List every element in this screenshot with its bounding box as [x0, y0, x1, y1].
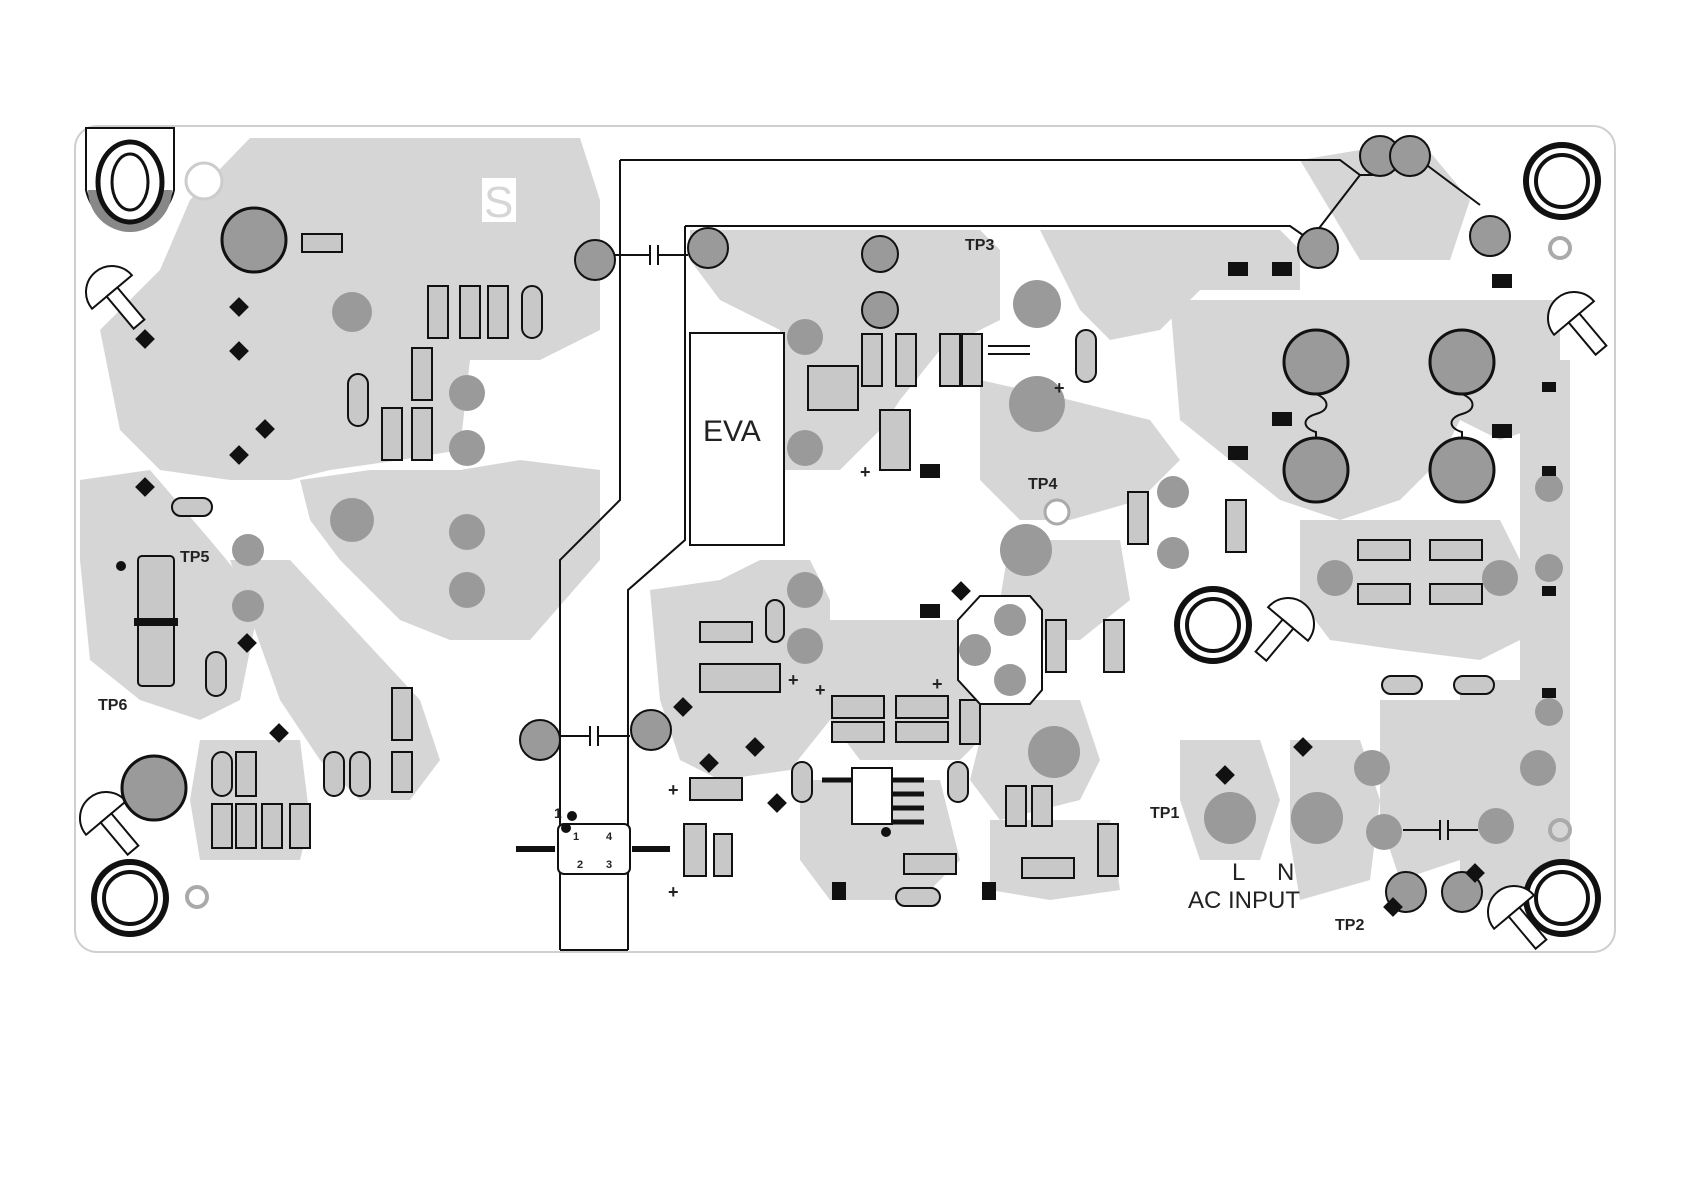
opto-pin-label: 1 — [573, 831, 579, 843]
s-mark-label: S — [484, 178, 513, 227]
mounting-hole-bottom-left — [94, 862, 166, 934]
tp4-label: TP4 — [1028, 476, 1057, 493]
polarity-plus: + — [788, 670, 799, 690]
polarity-plus: + — [1054, 378, 1065, 398]
line-label: L — [1232, 859, 1245, 886]
opto-pin1-label: 1 — [554, 805, 562, 821]
opto-pin-label: 4 — [606, 831, 613, 843]
polarity-plus: + — [668, 882, 679, 902]
tp4-hole — [1045, 500, 1069, 524]
tp6-label: TP6 — [98, 697, 127, 714]
tp2-label: TP2 — [1335, 917, 1364, 934]
mounting-hole-bottom-right — [1526, 862, 1598, 934]
polarity-plus: + — [668, 780, 679, 800]
tp1-label: TP1 — [1150, 805, 1179, 822]
polarity-plus: + — [815, 680, 826, 700]
ac-input-label: AC INPUT — [1188, 887, 1300, 914]
polarity-plus: + — [860, 462, 871, 482]
mounting-hole-top-right — [1526, 145, 1598, 217]
polarity-plus: + — [932, 674, 943, 694]
mounting-hole-top-left — [86, 128, 174, 232]
tp5-dot — [116, 561, 126, 571]
eva-label: EVA — [703, 415, 761, 448]
neutral-label: N — [1277, 859, 1294, 886]
tp3-label: TP3 — [965, 237, 994, 254]
opto-pin-label: 2 — [577, 859, 583, 871]
eva-module: EVA — [690, 333, 784, 545]
opto-pin-label: 3 — [606, 859, 612, 871]
tp5-label: TP5 — [180, 549, 209, 566]
bridge-rectifier — [958, 596, 1042, 704]
mounting-hole-center — [1177, 589, 1249, 661]
